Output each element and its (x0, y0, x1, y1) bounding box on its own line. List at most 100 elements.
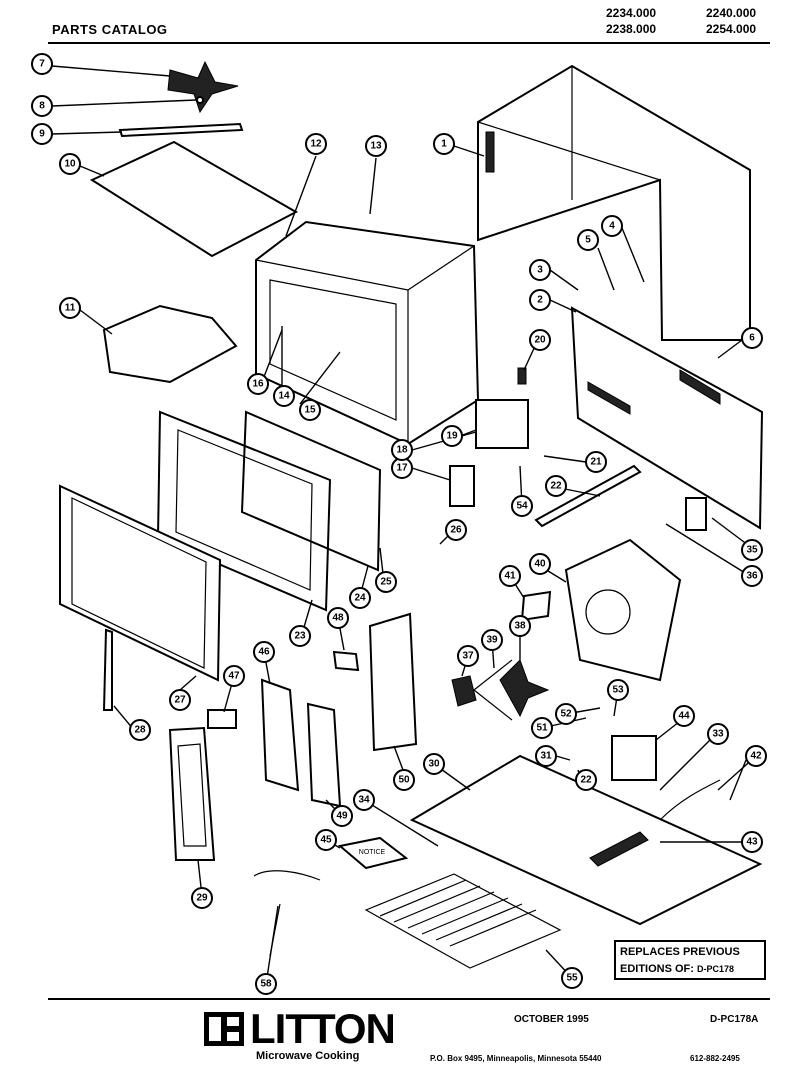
svg-text:10: 10 (64, 159, 76, 170)
svg-text:17: 17 (396, 463, 408, 474)
svg-text:48: 48 (332, 613, 344, 624)
publication-date: OCTOBER 1995 (514, 1014, 589, 1025)
svg-text:15: 15 (304, 405, 316, 416)
capacitor-part (685, 497, 707, 531)
oven-rack-part (364, 873, 562, 969)
keypad-part (306, 702, 342, 808)
svg-text:22: 22 (550, 481, 562, 492)
callout-34: 34 (353, 789, 375, 811)
callout-14: 14 (273, 385, 295, 407)
replaces-code: D-PC178 (697, 964, 735, 974)
company-phone: 612-882-2495 (690, 1054, 740, 1063)
notice-label: NOTICE (359, 849, 386, 856)
svg-text:27: 27 (174, 695, 186, 706)
control-panel-part (168, 726, 216, 861)
callout-2: 2 (529, 289, 551, 311)
svg-text:5: 5 (585, 235, 591, 246)
callout-46: 46 (253, 641, 275, 663)
replaces-line-2: EDITIONS OF: D-PC178 (620, 961, 760, 978)
svg-text:52: 52 (560, 709, 572, 720)
callout-5: 5 (577, 229, 599, 251)
callout-49: 49 (331, 805, 353, 827)
callout-11: 11 (59, 297, 81, 319)
bracket-part (332, 650, 360, 672)
callout-41: 41 (499, 565, 521, 587)
svg-text:29: 29 (196, 893, 208, 904)
header-rule (48, 42, 770, 44)
callout-8: 8 (31, 95, 53, 117)
litton-wordmark: LITTON (250, 1005, 396, 1052)
callout-18: 18 (391, 439, 413, 461)
svg-text:3: 3 (537, 265, 543, 276)
model-number: 2234.000 (606, 6, 657, 20)
svg-text:43: 43 (746, 837, 758, 848)
notice-plate-part: NOTICE (337, 836, 409, 870)
svg-text:12: 12 (310, 139, 322, 150)
callout-58: 58 (255, 973, 277, 995)
callout-52: 52 (555, 703, 577, 725)
power-cord-part (659, 779, 721, 821)
air-duct-part (102, 304, 238, 384)
callout-7: 7 (31, 53, 53, 75)
svg-text:45: 45 (320, 835, 332, 846)
callout-23: 23 (289, 625, 311, 647)
svg-text:28: 28 (134, 725, 146, 736)
svg-text:33: 33 (712, 729, 724, 740)
stirrer-bracket-part (118, 122, 244, 138)
control-housing-part (368, 612, 418, 752)
callout-44: 44 (673, 705, 695, 727)
callout-27: 27 (169, 689, 191, 711)
svg-text:50: 50 (398, 775, 410, 786)
callout-54: 54 (511, 495, 533, 517)
callout-3: 3 (529, 259, 551, 281)
svg-text:36: 36 (746, 571, 758, 582)
document-code: D-PC178A (710, 1014, 759, 1025)
svg-text:39: 39 (486, 635, 498, 646)
callout-28: 28 (129, 719, 151, 741)
brand-subtitle: Microwave Cooking (256, 1050, 360, 1062)
exploded-parts-drawing: NOTICE (31, 53, 767, 995)
svg-text:23: 23 (294, 631, 306, 642)
callout-55: 55 (561, 967, 583, 989)
svg-text:41: 41 (504, 571, 516, 582)
outer-door-part (59, 484, 222, 682)
outer-cabinet-part (477, 64, 751, 341)
callout-36: 36 (741, 565, 763, 587)
support-bar-part (534, 464, 642, 528)
base-plate-part (409, 754, 763, 926)
circuit-board-part (260, 678, 300, 792)
callout-12: 12 (305, 133, 327, 155)
callout-22b: 22 (575, 769, 597, 791)
svg-text:6: 6 (749, 333, 755, 344)
svg-text:34: 34 (358, 795, 370, 806)
footer-rule (48, 998, 770, 1000)
svg-text:19: 19 (446, 431, 458, 442)
svg-text:14: 14 (278, 391, 290, 402)
callout-37: 37 (457, 645, 479, 667)
door-handle-part (102, 628, 113, 711)
svg-text:37: 37 (462, 651, 474, 662)
callout-39: 39 (481, 629, 503, 651)
door-frame-part (156, 410, 382, 612)
cover-plate-part (89, 140, 299, 258)
callout-1: 1 (433, 133, 455, 155)
svg-text:22: 22 (580, 775, 592, 786)
svg-text:35: 35 (746, 545, 758, 556)
svg-text:30: 30 (428, 759, 440, 770)
callout-16: 16 (247, 373, 269, 395)
back-panel-part (570, 306, 764, 530)
svg-text:31: 31 (540, 751, 552, 762)
svg-text:2: 2 (537, 295, 543, 306)
svg-text:11: 11 (65, 303, 76, 314)
svg-text:4: 4 (609, 221, 615, 232)
svg-text:38: 38 (514, 621, 526, 632)
svg-text:21: 21 (590, 457, 602, 468)
callout-51: 51 (531, 717, 553, 739)
model-number: 2238.000 (606, 22, 657, 36)
callout-19: 19 (441, 425, 463, 447)
callout-48: 48 (327, 607, 349, 629)
callout-31: 31 (535, 745, 557, 767)
replaces-prefix: EDITIONS OF: (620, 963, 694, 975)
svg-text:54: 54 (516, 501, 528, 512)
callout-9: 9 (31, 123, 53, 145)
